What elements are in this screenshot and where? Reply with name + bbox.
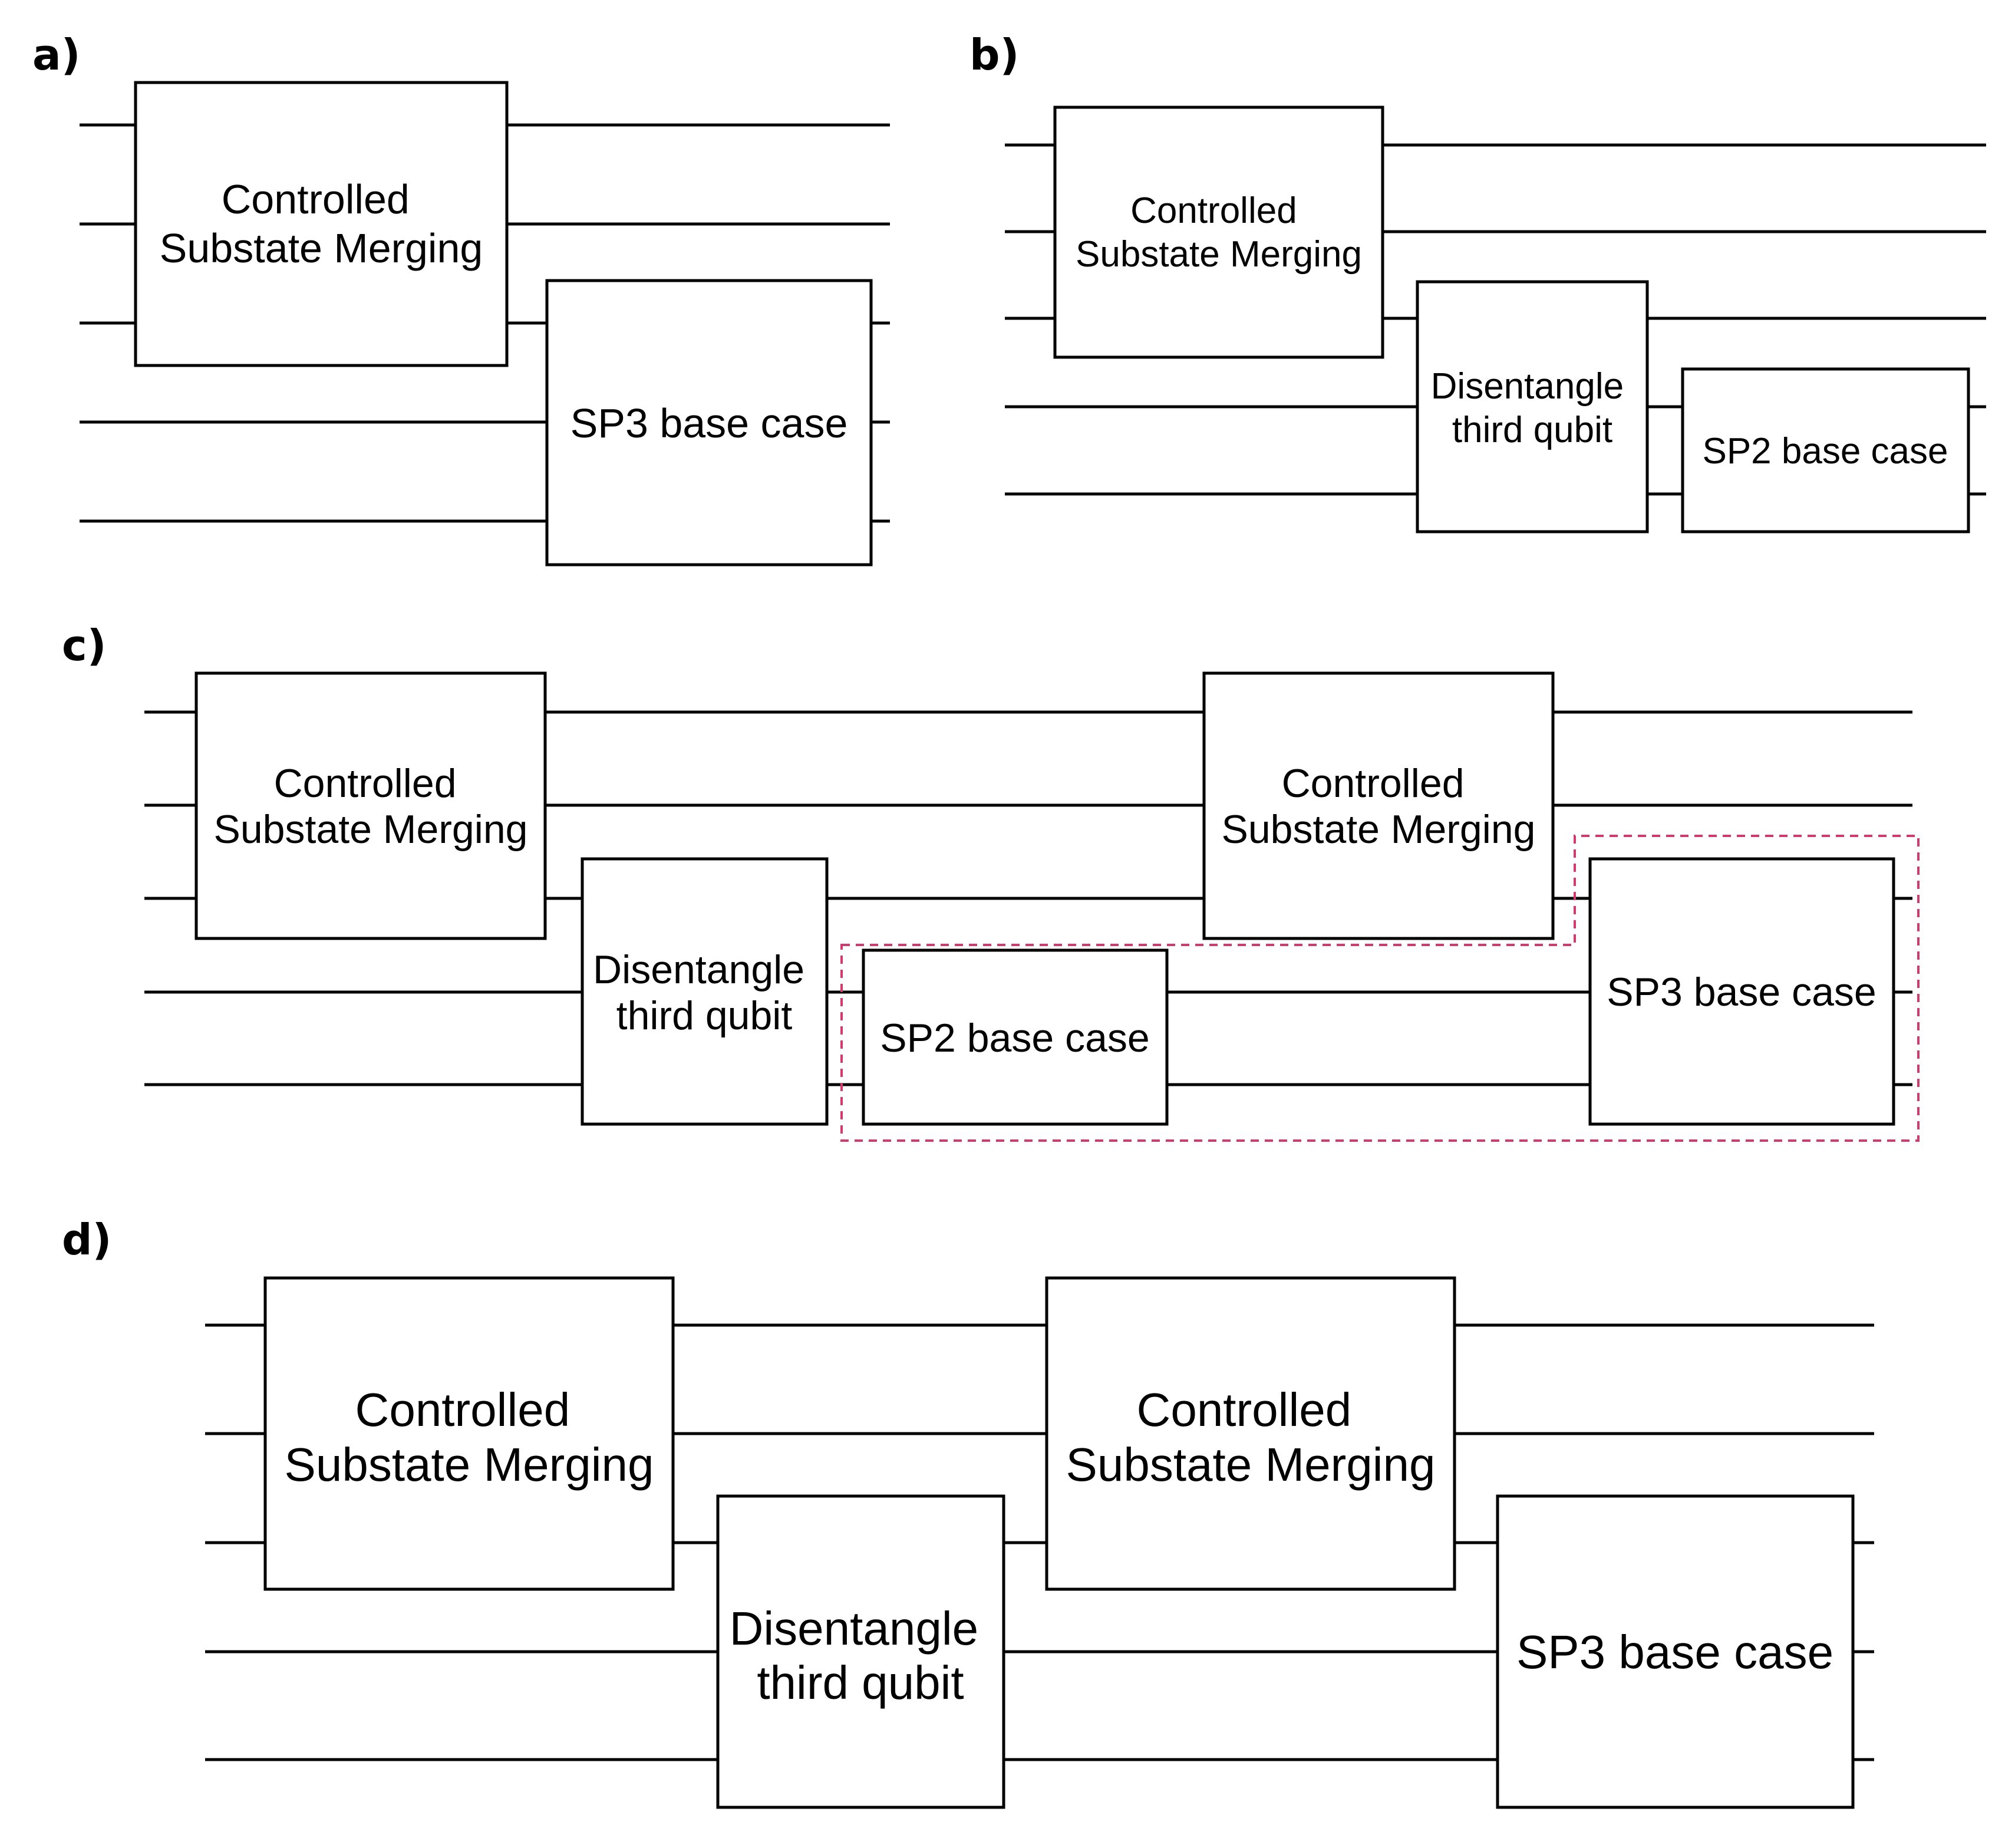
panel-a-label: a) bbox=[32, 30, 81, 80]
panel-b: b) Controlled Substate Merging Disentang… bbox=[969, 30, 1986, 533]
panel-c-merge1-line-1: Controlled bbox=[274, 761, 457, 806]
panel-a: a) Controlled Substate Merging SP3 base … bbox=[32, 30, 890, 566]
panel-c-sp2-gate: SP2 base case bbox=[862, 948, 1169, 1126]
panel-b-disentangle-line-2: third qubit bbox=[1452, 410, 1612, 450]
panel-d-merge-gate-1: Controlled Substate Merging bbox=[263, 1276, 675, 1591]
panel-d-sp3-line-1: SP3 base case bbox=[1516, 1626, 1833, 1678]
svg-text:Controlled Substate Me: Controlled Substate Merging bbox=[1222, 761, 1536, 852]
panel-d-merge1-line-1: Controlled bbox=[355, 1383, 570, 1436]
svg-text:Disentangle third qubi: Disentangle third qubit bbox=[1431, 366, 1634, 450]
panel-c-sp3-gate: SP3 base case bbox=[1588, 857, 1895, 1126]
panel-b-disentangle-line-1: Disentangle bbox=[1431, 366, 1624, 407]
svg-text:SP3 base case: SP3 base case bbox=[1516, 1626, 1833, 1678]
svg-text:Controlled Substate Me: Controlled Substate Merging bbox=[1066, 1383, 1435, 1491]
panel-d-merge1-line-2: Substate Merging bbox=[284, 1438, 654, 1491]
panel-d-sp3-gate: SP3 base case bbox=[1496, 1494, 1855, 1809]
panel-d-label: d) bbox=[62, 1215, 111, 1264]
svg-text:Controlled Substate Me: Controlled Substate Merging bbox=[160, 176, 483, 271]
svg-text:SP2 base case: SP2 base case bbox=[1702, 431, 1948, 472]
panel-b-label: b) bbox=[969, 30, 1019, 80]
svg-text:Controlled Substate Me: Controlled Substate Merging bbox=[284, 1383, 654, 1491]
panel-d-merge-gate-2: Controlled Substate Merging bbox=[1045, 1276, 1456, 1591]
panel-c-merge-gate-1: Controlled Substate Merging bbox=[194, 671, 547, 940]
panel-c-highlight-outline bbox=[840, 835, 1920, 1142]
panel-c-disentangle-line-2: third qubit bbox=[616, 993, 793, 1038]
panel-d-disentangle-gate: Disentangle third qubit bbox=[716, 1494, 1005, 1809]
svg-text:Disentangle third qubi: Disentangle third qubit bbox=[593, 947, 816, 1038]
svg-text:Controlled Substate Me: Controlled Substate Merging bbox=[214, 761, 528, 852]
panel-d-merge2-line-2: Substate Merging bbox=[1066, 1438, 1435, 1491]
svg-text:Disentangle third qubi: Disentangle third qubit bbox=[730, 1602, 992, 1709]
panel-c-merge1-line-2: Substate Merging bbox=[214, 807, 528, 852]
panel-c-disentangle-line-1: Disentangle bbox=[593, 947, 804, 992]
panel-c: c) Controlled Substate Merging Disentang… bbox=[62, 621, 1920, 1142]
panel-c-sp2-line-1: SP2 base case bbox=[880, 1016, 1149, 1060]
panel-a-sp3-line-1: SP3 base case bbox=[570, 400, 848, 446]
panel-c-merge2-line-1: Controlled bbox=[1282, 761, 1465, 806]
panel-b-merge-line-2: Substate Merging bbox=[1076, 234, 1362, 275]
panel-a-merge-line-1: Controlled bbox=[222, 176, 410, 222]
panel-b-merge-line-1: Controlled bbox=[1130, 190, 1297, 231]
panel-b-sp2-line-1: SP2 base case bbox=[1702, 431, 1948, 472]
panel-b-merge-gate: Controlled Substate Merging bbox=[1053, 106, 1384, 359]
panel-b-sp2-gate: SP2 base case bbox=[1681, 367, 1970, 533]
panel-c-disentangle-gate: Disentangle third qubit bbox=[581, 857, 829, 1126]
panel-a-sp3-gate: SP3 base case bbox=[545, 279, 873, 566]
panel-b-disentangle-gate: Disentangle third qubit bbox=[1416, 280, 1649, 533]
panel-c-label: c) bbox=[62, 621, 107, 670]
panel-c-sp3-line-1: SP3 base case bbox=[1607, 970, 1876, 1014]
panel-d-disentangle-line-1: Disentangle bbox=[730, 1602, 979, 1655]
panel-d-merge2-line-1: Controlled bbox=[1137, 1383, 1352, 1436]
panel-a-merge-gate: Controlled Substate Merging bbox=[134, 81, 509, 367]
panel-c-merge-gate-2: Controlled Substate Merging bbox=[1202, 671, 1555, 940]
panel-c-merge2-line-2: Substate Merging bbox=[1222, 807, 1536, 852]
svg-text:SP3 base case: SP3 base case bbox=[570, 400, 848, 446]
panel-d-disentangle-line-2: third qubit bbox=[757, 1656, 964, 1709]
svg-text:SP2 base case: SP2 base case bbox=[880, 1016, 1149, 1060]
panel-a-merge-line-2: Substate Merging bbox=[160, 225, 483, 271]
svg-text:Controlled Substate Me: Controlled Substate Merging bbox=[1076, 190, 1362, 275]
svg-text:SP3 base case: SP3 base case bbox=[1607, 970, 1876, 1014]
panel-d: d) Controlled Substate Merging Disentang… bbox=[62, 1215, 1874, 1809]
